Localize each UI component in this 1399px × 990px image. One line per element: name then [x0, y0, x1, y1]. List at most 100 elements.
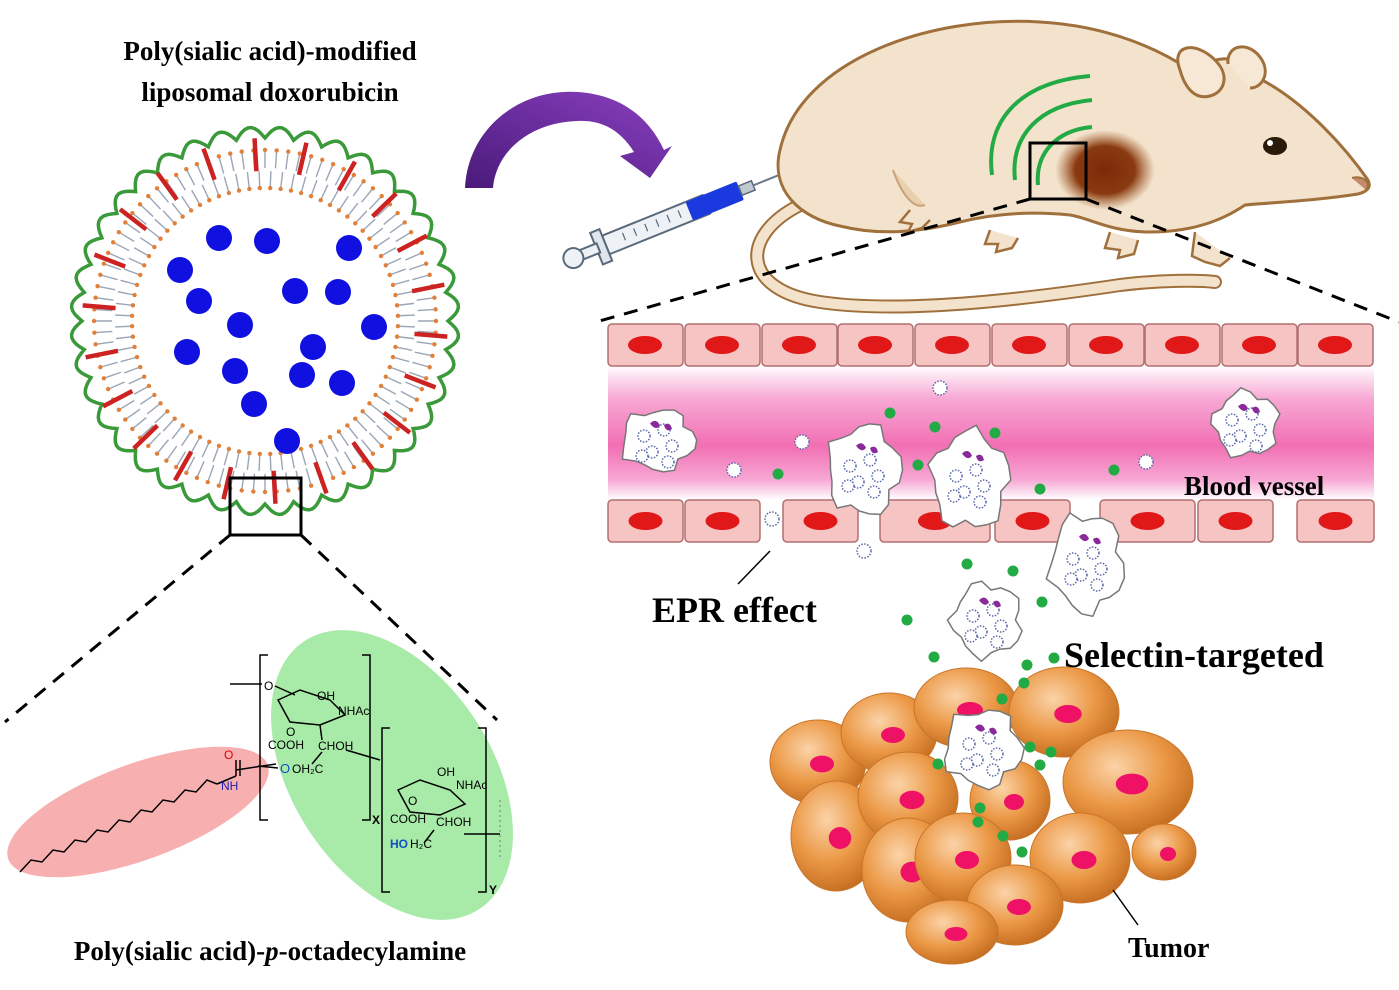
internal-liposome — [661, 455, 675, 469]
internal-liposome — [871, 469, 885, 483]
epr-pointer — [737, 550, 771, 585]
tumor-nucleus — [1004, 794, 1024, 810]
octadecyl-chain — [19, 779, 218, 873]
granule — [993, 600, 1001, 608]
doxorubicin-molecules — [167, 225, 387, 454]
blood-vessel-label: Blood vessel — [1184, 471, 1325, 501]
cell-nucleus — [1089, 336, 1123, 354]
doxorubicin-dot — [254, 228, 280, 254]
internal-liposome — [635, 449, 649, 463]
doxorubicin-dot — [227, 312, 253, 338]
free-liposome — [1138, 454, 1154, 470]
drug-dot — [1007, 565, 1019, 577]
cell-nucleus — [705, 336, 739, 354]
drug-dot — [997, 830, 1009, 842]
cell-nucleus — [705, 512, 740, 530]
cell-nucleus — [628, 336, 662, 354]
sialic-acid-highlight — [271, 630, 513, 920]
drug-dot — [989, 427, 1001, 439]
carrier-cell — [927, 424, 1012, 528]
internal-liposome — [960, 757, 974, 771]
cooh-2: COOH — [390, 812, 426, 826]
drug-dot — [1045, 746, 1057, 758]
cell-nucleus — [1165, 336, 1199, 354]
drug-dot — [1108, 464, 1120, 476]
drug-dot — [961, 558, 973, 570]
cooh-1: COOH — [268, 738, 304, 752]
polymer-caption: Poly(sialic acid)-p-octadecylamine — [74, 936, 466, 966]
internal-liposome — [966, 609, 980, 623]
internal-liposome — [990, 747, 1004, 761]
tumor-nucleus — [1007, 899, 1031, 915]
anchored-polymer-chains — [82, 138, 448, 504]
signal-arc-3 — [1035, 125, 1093, 186]
granule — [870, 446, 878, 454]
zoom-box-tumor — [1028, 141, 1088, 201]
internal-liposome — [1066, 552, 1080, 566]
carrier-membrane — [1045, 511, 1126, 618]
granule — [1238, 403, 1248, 411]
released-drug-dots — [772, 407, 1120, 858]
cell-nucleus — [1318, 512, 1353, 530]
cell-nucleus — [782, 336, 816, 354]
tumor-nucleus — [1115, 773, 1149, 795]
doxorubicin-dot — [300, 334, 326, 360]
drug-dot — [972, 816, 984, 828]
internal-liposome — [962, 737, 976, 751]
drug-dot — [1034, 483, 1046, 495]
free-liposomes — [726, 380, 1154, 559]
carrier-cell — [943, 709, 1026, 791]
ester-oxygen: O — [280, 761, 290, 776]
syringe-icon — [562, 163, 806, 270]
internal-liposome — [973, 495, 987, 509]
hydrophobic-tail-highlight — [7, 746, 269, 878]
free-liposome — [726, 462, 742, 478]
internal-liposome — [1064, 572, 1078, 586]
internal-liposome — [964, 629, 978, 643]
internal-liposome — [1090, 578, 1104, 592]
drug-dot — [1048, 652, 1060, 664]
carrier-membrane — [927, 424, 1012, 528]
drug-dot — [1036, 596, 1048, 608]
tumor-pointer — [1112, 889, 1139, 926]
free-liposome — [856, 543, 872, 559]
internal-liposome — [994, 619, 1008, 633]
internal-liposome — [863, 453, 877, 467]
doxorubicin-dot — [174, 339, 200, 365]
free-liposome — [794, 434, 810, 450]
lipid-bilayer-inner — [115, 171, 415, 471]
tumor-nucleus — [1054, 705, 1082, 723]
tumor-mass — [769, 666, 1197, 965]
oh-2: OH — [437, 765, 455, 779]
tumor-nucleus — [1160, 847, 1176, 861]
endothelium-bottom — [607, 499, 1375, 543]
lipid-bilayer-outer — [91, 147, 439, 495]
cell-nucleus — [858, 336, 892, 354]
tumor-nucleus — [899, 790, 925, 810]
internal-liposome — [990, 635, 1004, 649]
amide-nh: NH — [221, 779, 238, 793]
granule — [962, 451, 972, 459]
granule — [989, 727, 997, 735]
granule — [976, 454, 984, 462]
drug-dot — [1034, 759, 1046, 771]
zoom-line-vessel-right — [1085, 197, 1399, 324]
ring-oxygen: O — [264, 679, 273, 693]
internal-liposome — [843, 459, 857, 473]
carrier-cell — [1045, 511, 1126, 618]
doxorubicin-dot — [325, 279, 351, 305]
zoom-line-left — [4, 533, 231, 724]
signal-arc-1 — [989, 74, 1091, 176]
tumor-nucleus — [1071, 851, 1097, 869]
zoom-box-liposome — [228, 476, 303, 537]
cell-nucleus — [935, 336, 969, 354]
tumor-nucleus — [828, 827, 852, 849]
drug-dot — [912, 459, 924, 471]
zoom-line-vessel-left — [595, 197, 1031, 324]
cell-nucleus — [1218, 512, 1253, 530]
internal-liposome — [982, 731, 996, 745]
carrier-cell — [621, 409, 698, 473]
drug-dot — [932, 758, 944, 770]
doxorubicin-dot — [289, 362, 315, 388]
cell-nucleus — [1015, 512, 1050, 530]
